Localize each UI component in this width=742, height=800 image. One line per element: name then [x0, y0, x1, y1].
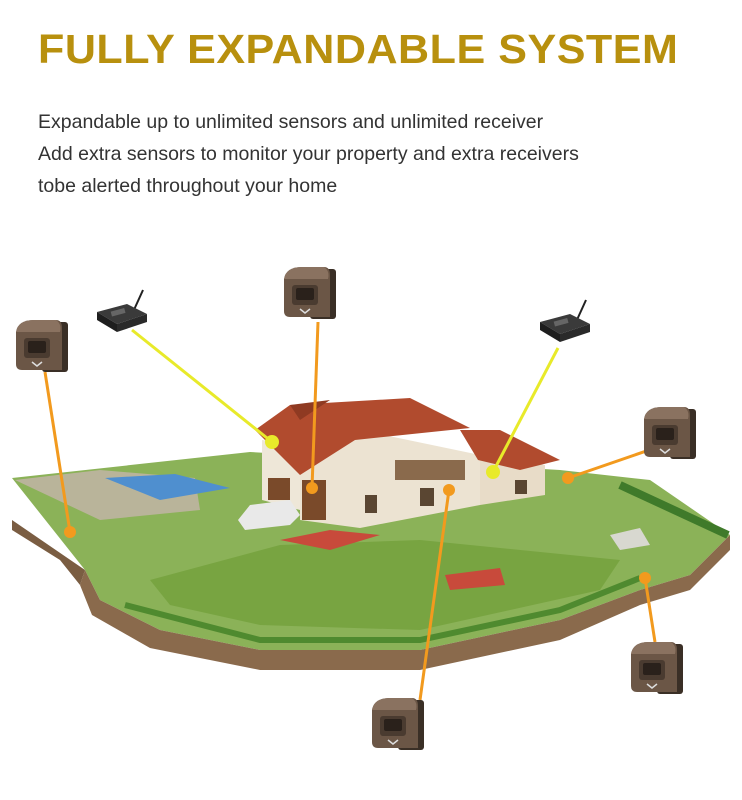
motion-sensor-icon — [630, 641, 684, 695]
receiver-links — [131, 328, 560, 479]
motion-sensor-icon — [15, 319, 69, 373]
house — [238, 398, 560, 530]
sensor-links — [43, 321, 657, 701]
description-line: tobe alerted throughout your home — [38, 175, 338, 197]
yard — [12, 452, 730, 670]
page-title: FULLY EXPANDABLE SYSTEM — [38, 26, 679, 72]
description-line: Add extra sensors to monitor your proper… — [38, 143, 579, 165]
receiver-icon — [539, 299, 591, 343]
motion-sensor-icon — [371, 697, 425, 751]
motion-sensor-icon — [283, 266, 337, 320]
receiver-icon — [96, 289, 148, 333]
pool-shape — [105, 474, 230, 500]
description-line: Expandable up to unlimited sensors and u… — [38, 111, 544, 133]
motion-sensor-icon — [643, 406, 697, 460]
description: Expandable up to unlimited sensors and u… — [38, 106, 579, 202]
car — [238, 500, 300, 530]
